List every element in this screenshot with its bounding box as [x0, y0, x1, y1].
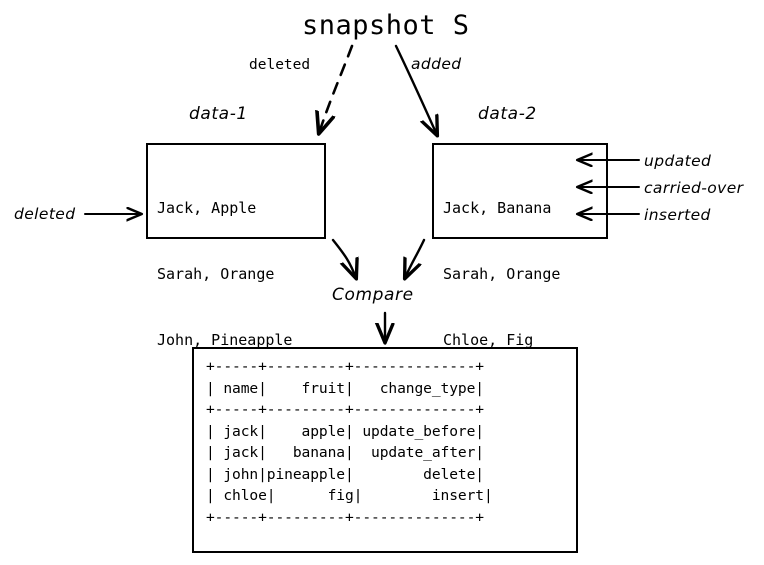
data2-row: Sarah, Orange	[443, 265, 561, 283]
data2-row: Chloe, Fig	[443, 331, 534, 349]
data2-rows: Jack, Banana Sarah, Orange Chloe, Fig	[434, 145, 606, 395]
result-table-box: +-----+---------+--------------+ | name|…	[192, 347, 578, 553]
annotation-carried-over: carried-over	[644, 179, 744, 197]
arrow-data1-to-compare	[331, 238, 356, 278]
label-added-source: added	[411, 55, 462, 73]
page-title: snapshot S	[302, 10, 470, 41]
arrow-snapshot-to-data1	[319, 44, 354, 133]
data1-row: John, Pineapple	[157, 331, 293, 349]
data1-row: Jack, Apple	[157, 199, 257, 217]
data2-caption: data-2	[478, 104, 537, 124]
data2-row: Jack, Banana	[443, 199, 552, 217]
result-ascii-table: +-----+---------+--------------+ | name|…	[206, 358, 493, 526]
data1-box: Jack, Apple Sarah, Orange John, Pineappl…	[146, 143, 326, 349]
data1-caption: data-1	[189, 104, 248, 124]
data1-rows: Jack, Apple Sarah, Orange John, Pineappl…	[148, 145, 324, 395]
label-deleted-row-annotation: deleted	[14, 205, 76, 223]
data2-box: Jack, Banana Sarah, Orange Chloe, Fig	[432, 143, 608, 349]
compare-label: Compare	[332, 285, 414, 305]
label-deleted-source: deleted	[249, 57, 311, 73]
arrow-data2-to-compare	[405, 238, 426, 278]
data1-row: Sarah, Orange	[157, 265, 275, 283]
annotation-updated: updated	[644, 152, 712, 170]
annotation-inserted: inserted	[644, 206, 711, 224]
